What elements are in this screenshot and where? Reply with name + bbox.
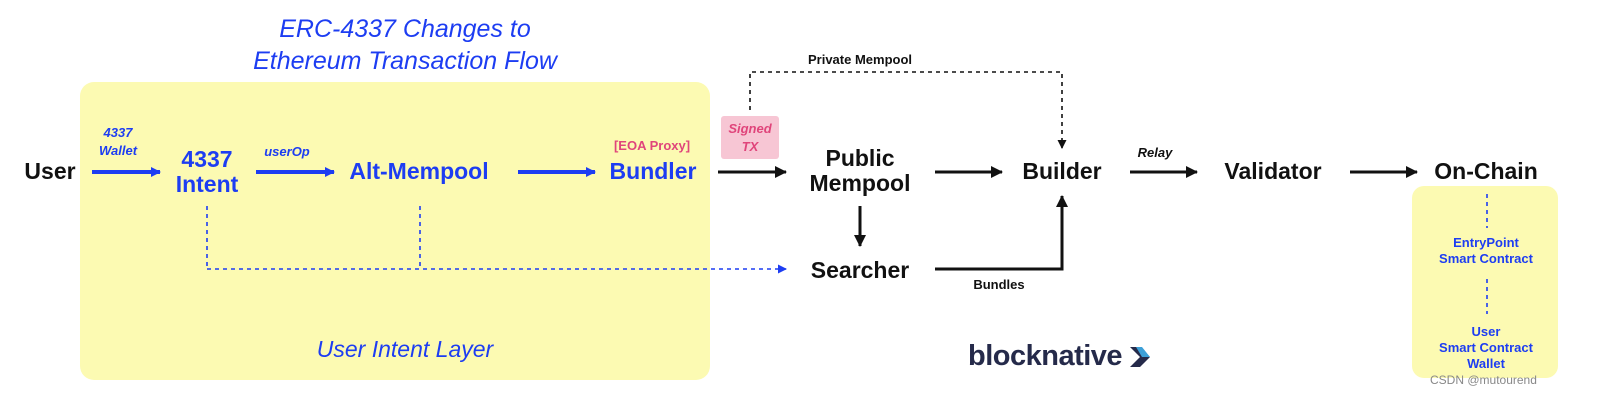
blocknative-logo: blocknative <box>968 340 1152 373</box>
node-validator: Validator <box>1224 158 1322 184</box>
wallet-label-line-1: 4337 <box>103 125 133 140</box>
signed-tx-badge: Signed TX <box>721 116 779 159</box>
wallet-label: 4337 Wallet <box>88 124 148 160</box>
title-line-2: Ethereum Transaction Flow <box>253 47 557 75</box>
node-onchain: On-Chain <box>1434 158 1538 184</box>
user-wallet-line-1: User <box>1471 324 1501 339</box>
node-alt-mempool: Alt-Mempool <box>349 158 489 184</box>
user-intent-layer-label: User Intent Layer <box>316 336 494 362</box>
wallet-label-line-2: Wallet <box>98 143 138 158</box>
entrypoint-line-1: EntryPoint <box>1453 235 1519 250</box>
logo-mark-icon <box>1130 346 1151 367</box>
bundles-label: Bundles <box>973 277 1025 292</box>
node-user: User <box>24 158 76 184</box>
dashed-private-mempool-route <box>749 71 1067 149</box>
intent-line-2: Intent <box>175 171 239 197</box>
entrypoint-line-2: Smart Contract <box>1439 251 1533 266</box>
logo-wordmark: blocknative <box>968 340 1123 372</box>
user-wallet-line-3: Wallet <box>1467 356 1505 371</box>
entrypoint-contract: EntryPoint Smart Contract <box>1420 235 1552 267</box>
user-smart-contract-wallet: User Smart Contract Wallet <box>1420 324 1552 372</box>
signed-tx-line-2: TX <box>741 139 759 154</box>
title-line-1: ERC-4337 Changes to <box>279 15 531 43</box>
node-searcher: Searcher <box>810 257 910 283</box>
user-wallet-line-2: Smart Contract <box>1439 340 1533 355</box>
public-mempool-line-2: Mempool <box>809 170 911 196</box>
eoa-proxy-label: [EOA Proxy] <box>613 138 691 153</box>
csdn-watermark: CSDN @mutourend <box>1430 373 1537 387</box>
public-mempool-line-1: Public <box>825 145 895 171</box>
user-intent-layer-zone <box>80 82 710 380</box>
intent-line-1: 4337 <box>181 146 233 172</box>
diagram-title: ERC-4337 Changes to Ethereum Transaction… <box>240 13 570 77</box>
node-4337-intent: 4337 Intent <box>160 147 254 197</box>
private-mempool-label: Private Mempool <box>807 52 913 67</box>
node-builder: Builder <box>1022 158 1102 184</box>
signed-tx-line-1: Signed <box>728 121 772 136</box>
arrow-searcher-to-builder <box>935 195 1068 271</box>
userop-label: userOp <box>264 144 310 159</box>
node-bundler: Bundler <box>609 158 697 184</box>
onchain-contracts-zone <box>1412 186 1558 378</box>
node-public-mempool: Public Mempool <box>795 146 925 196</box>
relay-label: Relay <box>1137 145 1173 160</box>
